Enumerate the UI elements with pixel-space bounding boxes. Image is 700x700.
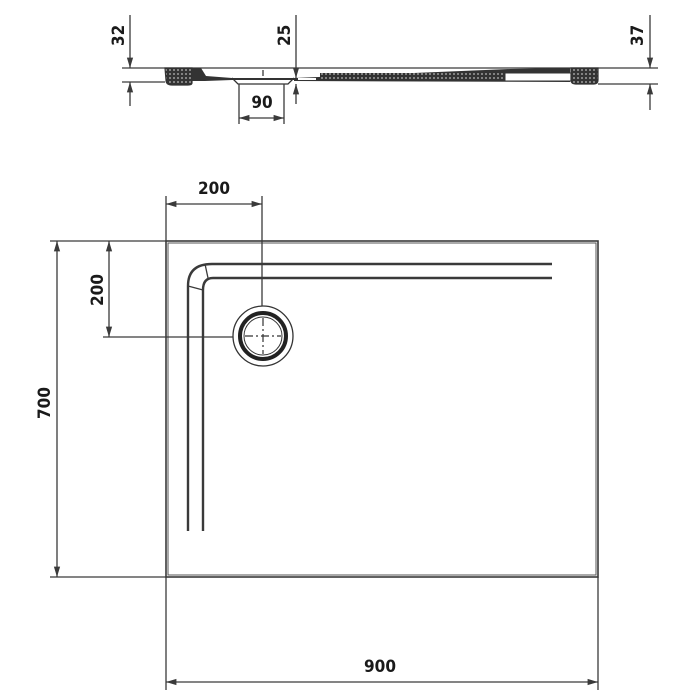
left-foot <box>164 67 193 86</box>
top-view: 200 200 700 900 <box>35 179 599 690</box>
dim-drain-width: 90 <box>251 93 272 113</box>
drain-recess <box>231 77 295 85</box>
channel-outer <box>186 262 552 531</box>
dim-left-height: 32 <box>109 25 129 46</box>
hatched-core <box>320 73 505 81</box>
right-foot <box>570 67 599 85</box>
dim-drain-depth: 25 <box>275 25 295 46</box>
side-view: 32 25 37 90 <box>109 15 658 124</box>
dim-drain-offset-y: 200 <box>88 274 108 306</box>
dim-width: 900 <box>364 657 396 677</box>
dim-depth: 700 <box>35 387 55 419</box>
tray-outline <box>165 240 599 578</box>
dim-drain-offset-x: 200 <box>198 179 230 199</box>
dim-right-height: 37 <box>628 25 648 46</box>
drain-inner-ring <box>238 311 288 361</box>
drain-outer-ring <box>232 305 294 367</box>
